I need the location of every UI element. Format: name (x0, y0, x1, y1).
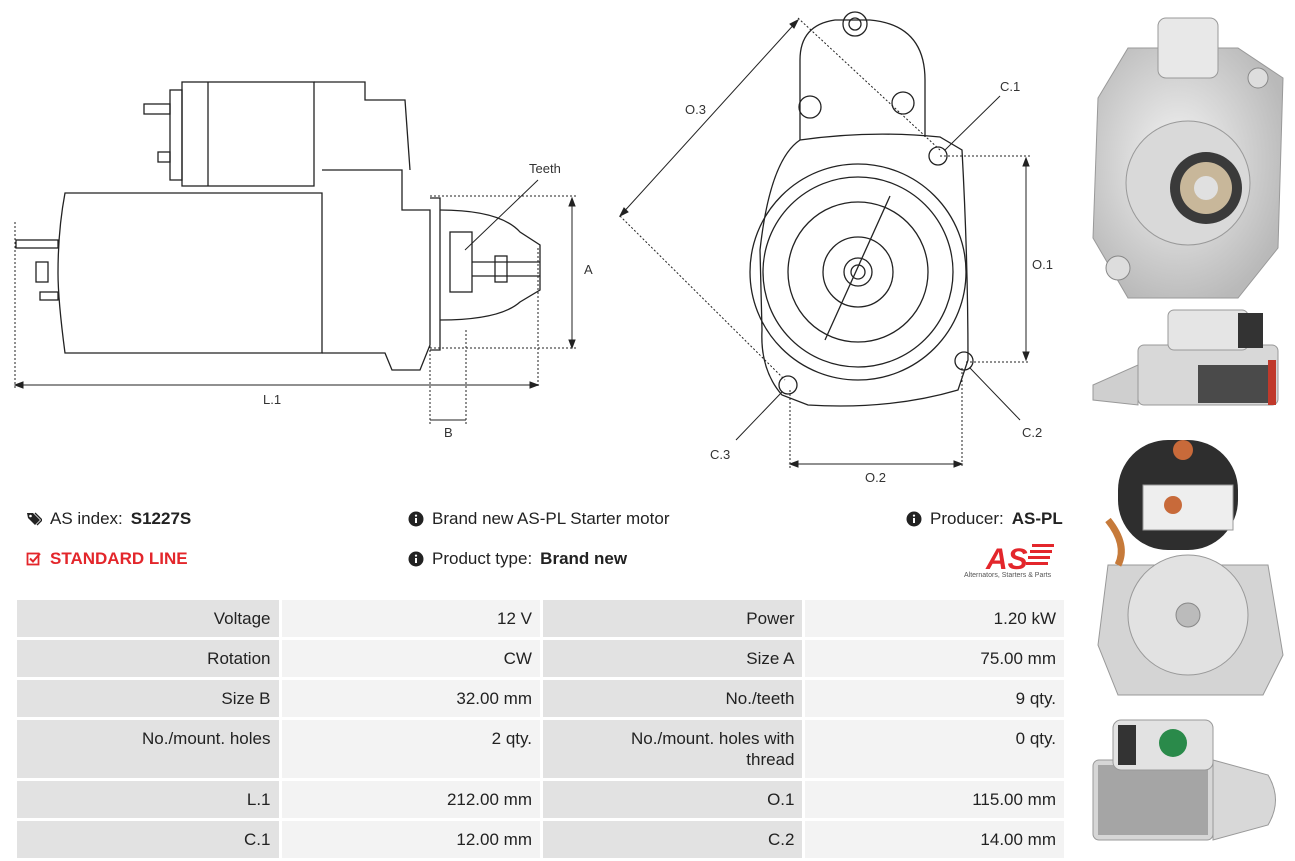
spec-value: 2 qty. (281, 720, 540, 778)
spec-value: 32.00 mm (281, 680, 540, 717)
dim-o2-label: O.2 (865, 470, 886, 485)
product-photo-side-2 (1092, 719, 1276, 841)
dim-b-label: B (444, 425, 453, 440)
tags-icon (27, 512, 42, 526)
product-photo-front (1092, 17, 1284, 299)
table-row: Rotation CW Size A 75.00 mm (17, 640, 1064, 677)
producer: Producer: AS-PL (906, 509, 1063, 529)
table-row: C.1 12.00 mm C.2 14.00 mm (17, 821, 1064, 858)
spec-value: CW (281, 640, 540, 677)
spec-label: C.2 (542, 821, 803, 858)
standard-line: STANDARD LINE (26, 549, 188, 569)
info-circle-icon (906, 511, 922, 527)
producer-label: Producer: (930, 509, 1004, 528)
spec-label: Voltage (17, 600, 279, 637)
standard-line-text: STANDARD LINE (50, 549, 188, 568)
table-row: Voltage 12 V Power 1.20 kW (17, 600, 1064, 637)
producer-value: AS-PL (1011, 509, 1063, 528)
logo-text: AS (985, 543, 1028, 576)
description: Brand new AS-PL Starter motor (408, 509, 669, 529)
spec-label: Rotation (17, 640, 279, 677)
spec-label: No./teeth (542, 680, 803, 717)
spec-label: Power (542, 600, 803, 637)
product-photo-rear (1097, 440, 1284, 696)
as-index-label: AS index: (50, 509, 123, 528)
as-index: AS index: S1227S (26, 509, 191, 529)
info-circle-icon (408, 511, 424, 527)
check-square-icon (26, 552, 41, 566)
spec-label: Size B (17, 680, 279, 717)
as-pl-logo: AS (985, 543, 1054, 576)
spec-label: No./mount. holes (17, 720, 279, 778)
technical-drawing: Teeth A B L.1 O.1 O.2 O.3 C.1 C.2 C.3 (13, 11, 1053, 485)
spec-value: 0 qty. (805, 720, 1064, 778)
spec-value: 115.00 mm (805, 781, 1064, 818)
description-text: Brand new AS-PL Starter motor (432, 509, 670, 528)
dim-c2-label: C.2 (1022, 425, 1042, 440)
spec-label: O.1 (542, 781, 803, 818)
spec-value: 75.00 mm (805, 640, 1064, 677)
product-photo-side-1 (1092, 309, 1279, 406)
spec-value: 9 qty. (805, 680, 1064, 717)
specs-table: Voltage 12 V Power 1.20 kW Rotation CW S… (14, 597, 1067, 861)
table-row: Size B 32.00 mm No./teeth 9 qty. (17, 680, 1064, 717)
dim-o3-label: O.3 (685, 102, 706, 117)
spec-value: 14.00 mm (805, 821, 1064, 858)
as-index-value: S1227S (130, 509, 192, 528)
dim-o1-label: O.1 (1032, 257, 1053, 272)
logo-tagline: Alternators, Starters & Parts (964, 572, 1052, 579)
info-circle-icon (408, 551, 424, 567)
spec-value: 1.20 kW (805, 600, 1064, 637)
teeth-label: Teeth (529, 161, 561, 176)
table-row: L.1 212.00 mm O.1 115.00 mm (17, 781, 1064, 818)
product-type-label: Product type: (432, 549, 533, 568)
spec-label: Size A (542, 640, 803, 677)
dim-c3-label: C.3 (710, 447, 730, 462)
spec-value: 12.00 mm (281, 821, 540, 858)
dim-c1-label: C.1 (1000, 79, 1020, 94)
dim-a-label: A (584, 262, 593, 277)
table-row: No./mount. holes 2 qty. No./mount. holes… (17, 720, 1064, 778)
spec-label: L.1 (17, 781, 279, 818)
spec-label: No./mount. holes with thread (542, 720, 803, 778)
product-type: Product type: Brand new (408, 549, 627, 569)
product-type-value: Brand new (540, 549, 628, 568)
spec-value: 212.00 mm (281, 781, 540, 818)
spec-value: 12 V (281, 600, 540, 637)
spec-label: C.1 (17, 821, 279, 858)
dim-l1-label: L.1 (263, 392, 281, 407)
